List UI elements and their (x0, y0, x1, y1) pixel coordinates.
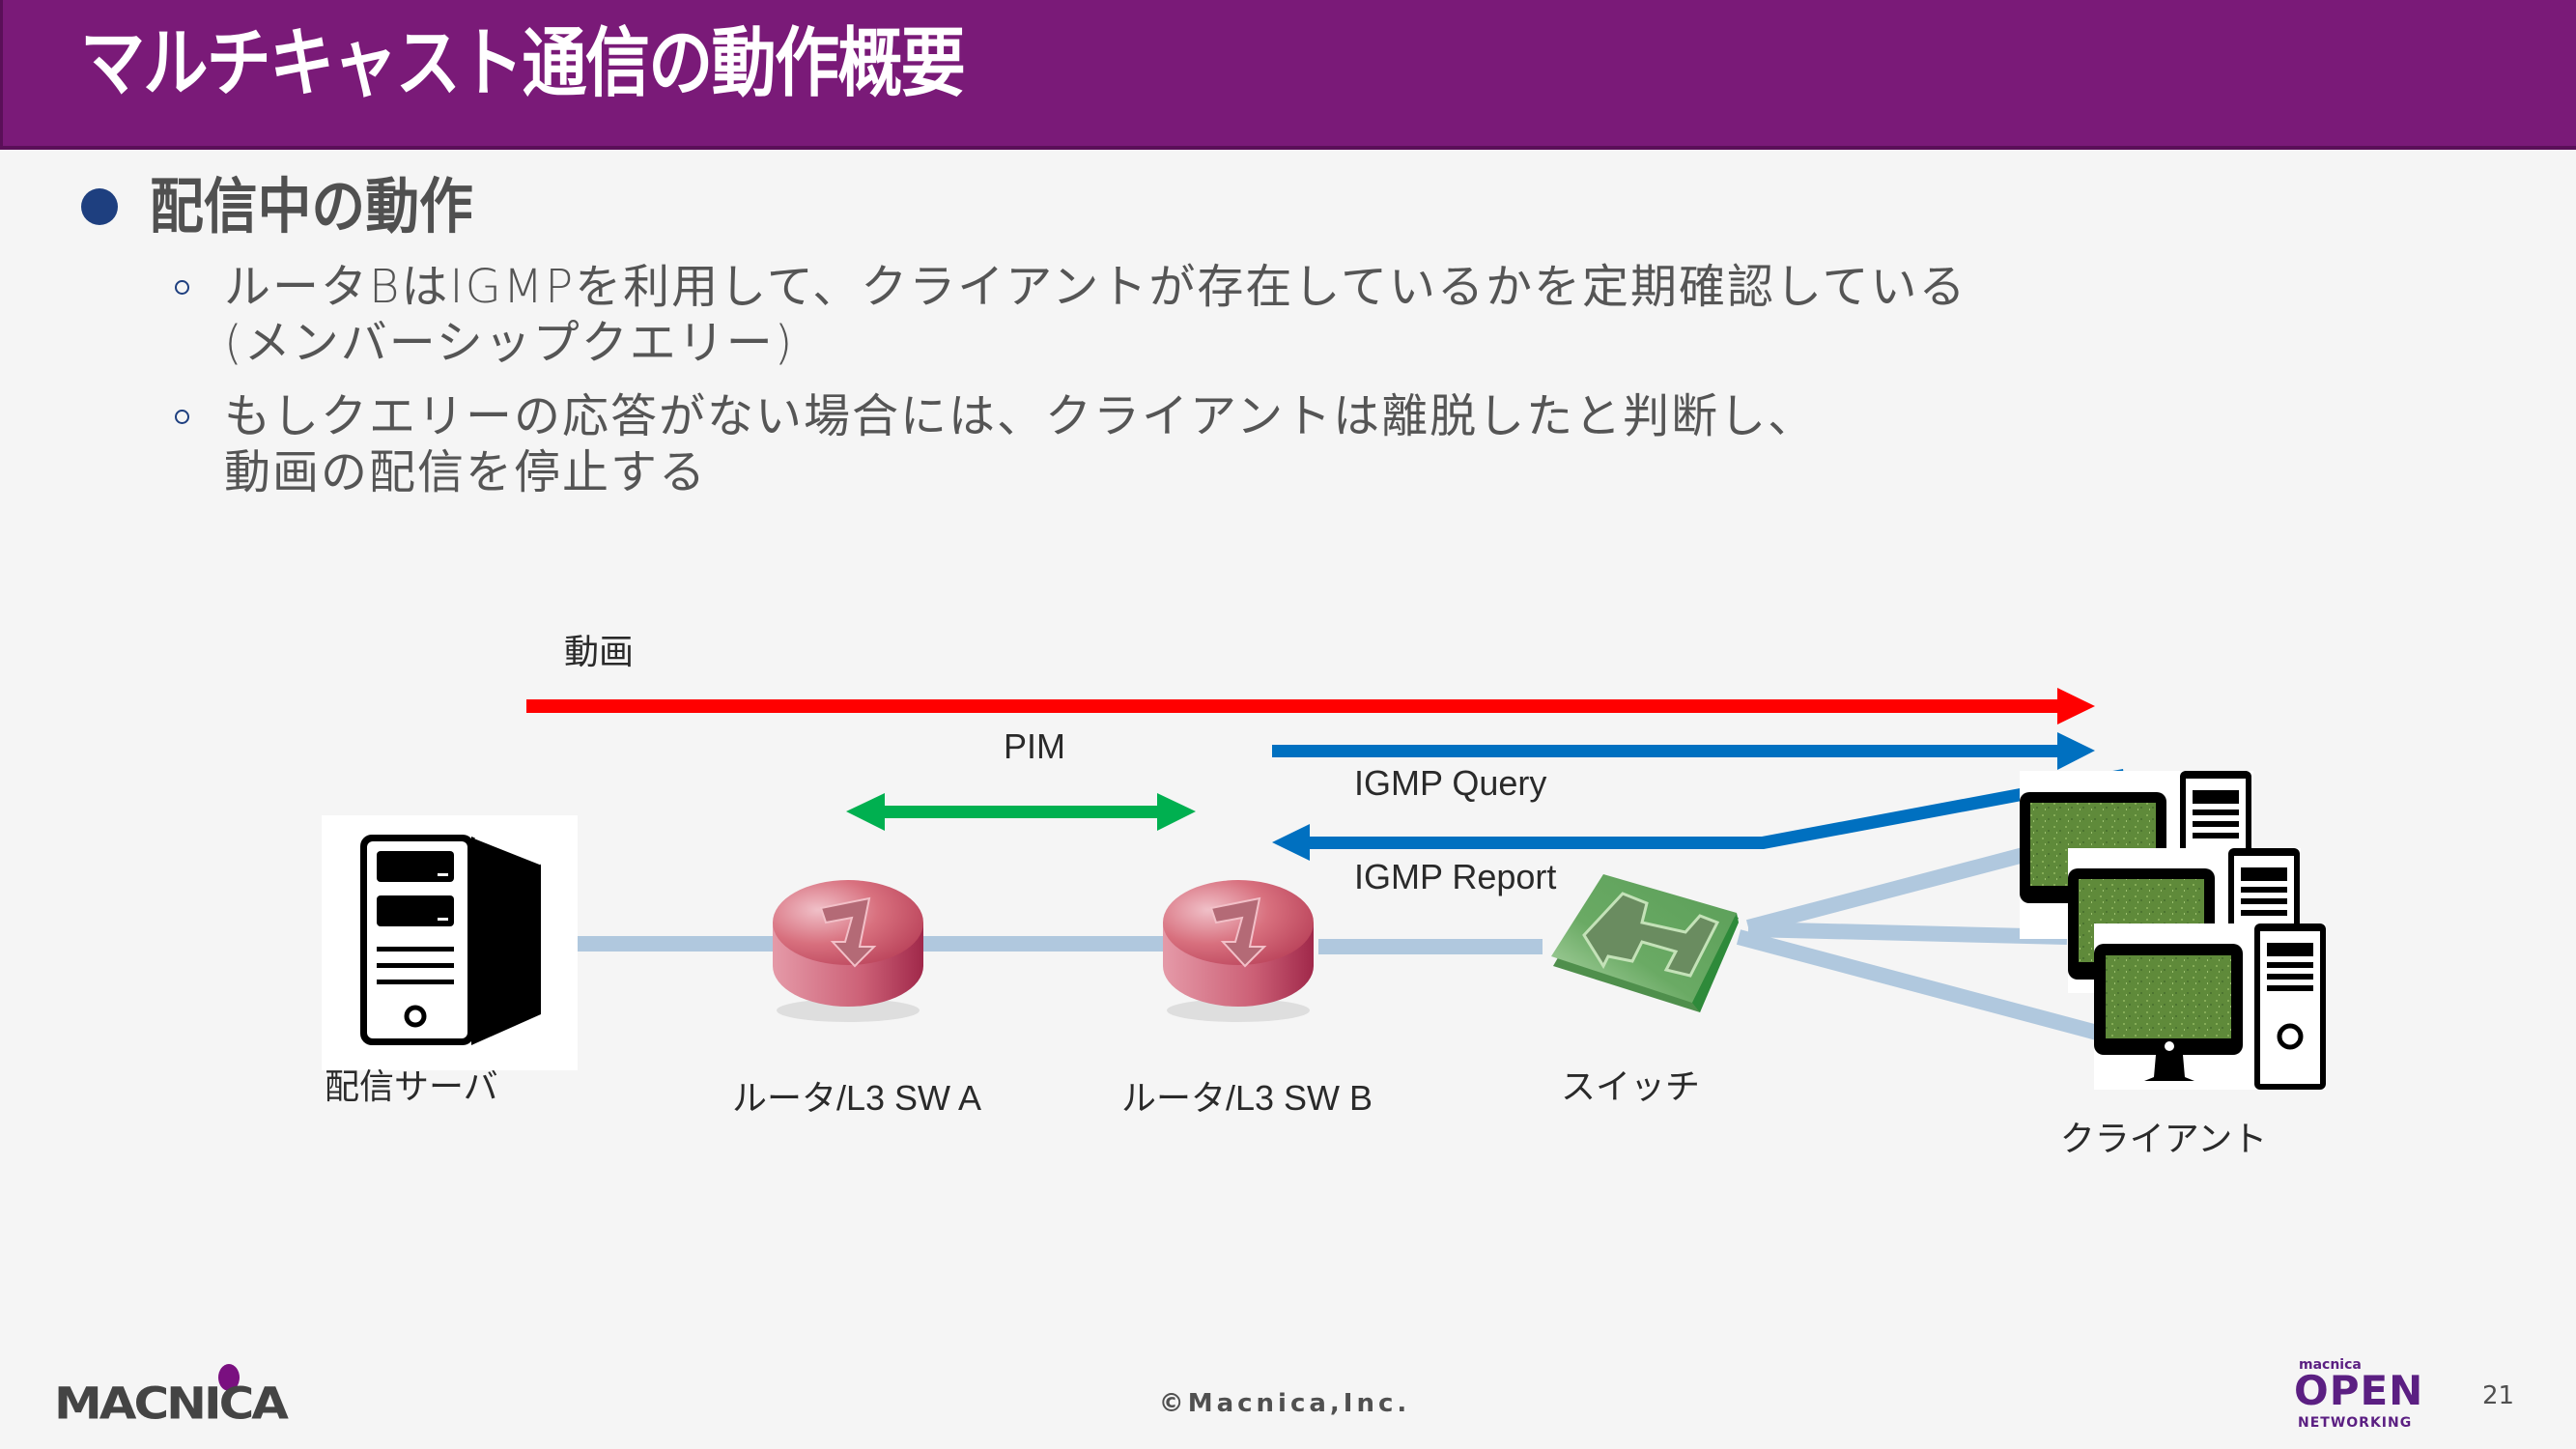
bullet-1-line-1: ルータBはIGMPを利用して、クライアントが存在しているかを定期確認している (224, 260, 1967, 314)
link-server-router-a (541, 936, 782, 952)
link-router-a-router-b (918, 936, 1169, 952)
pim-arrow (846, 793, 1196, 831)
igmp-query-arrow (1272, 732, 2095, 770)
igmp-report-arrow (1272, 769, 2125, 861)
igmp-query-label: IGMP Query (1354, 763, 1547, 803)
macnica-logo: MACNICA (54, 1364, 315, 1430)
switch-icon (1551, 874, 1739, 1012)
bullet-1-line-2: (メンバーシップクエリー) (224, 316, 795, 370)
slide-header: マルチキャスト通信の動作概要 (0, 0, 2576, 150)
router-b-label: ルータ/L3 SW B (1120, 1078, 1373, 1118)
link-switch-client-2 (1747, 922, 2068, 945)
link-router-b-switch (1318, 939, 1543, 954)
server-label: 配信サーバ (325, 1066, 498, 1106)
bullet-dot-icon (81, 188, 118, 225)
clients-label: クライアント (2059, 1119, 2268, 1158)
video-flow-label: 動画 (564, 632, 635, 671)
bullet-2-line-1: もしクエリーの応答がない場合には、クライアントは離脱したと判断し、 (224, 389, 1817, 443)
clients-icon (2020, 771, 2326, 1090)
logo-dot-icon (218, 1364, 240, 1391)
router-b-icon (1163, 880, 1314, 1022)
bullet-2-line-2: 動画の配信を停止する (224, 445, 708, 499)
open-logo-small: macnica (2299, 1357, 2362, 1373)
pim-label: PIM (1003, 726, 1066, 766)
links (541, 847, 2104, 1041)
page-number: 21 (2482, 1381, 2515, 1410)
desktop-pc-icon (2094, 923, 2326, 1090)
server-tower-icon (322, 815, 578, 1070)
section-heading: 配信中の動作 (150, 171, 473, 242)
router-a-label: ルータ/L3 SW A (731, 1078, 982, 1118)
open-logo-networking: NETWORKING (2298, 1415, 2413, 1431)
copyright: ©Macnica,Inc. (1158, 1389, 1411, 1418)
sub-bullet-circle-icon (175, 410, 189, 424)
video-flow-arrow (526, 688, 2095, 724)
switch-label: スイッチ (1560, 1066, 1701, 1106)
igmp-report-label: IGMP Report (1354, 857, 1557, 896)
router-a-icon (773, 880, 923, 1022)
macnica-logo-text: MACNICA (54, 1378, 289, 1430)
link-switch-client-1 (1745, 847, 2026, 935)
open-logo-big: OPEN (2294, 1367, 2424, 1414)
slide-title: マルチキャスト通信の動作概要 (80, 20, 966, 107)
sub-bullet-circle-icon (175, 280, 189, 295)
link-switch-client-3 (1736, 929, 2104, 1041)
open-networking-logo: macnica OPEN NETWORKING (2294, 1357, 2429, 1435)
